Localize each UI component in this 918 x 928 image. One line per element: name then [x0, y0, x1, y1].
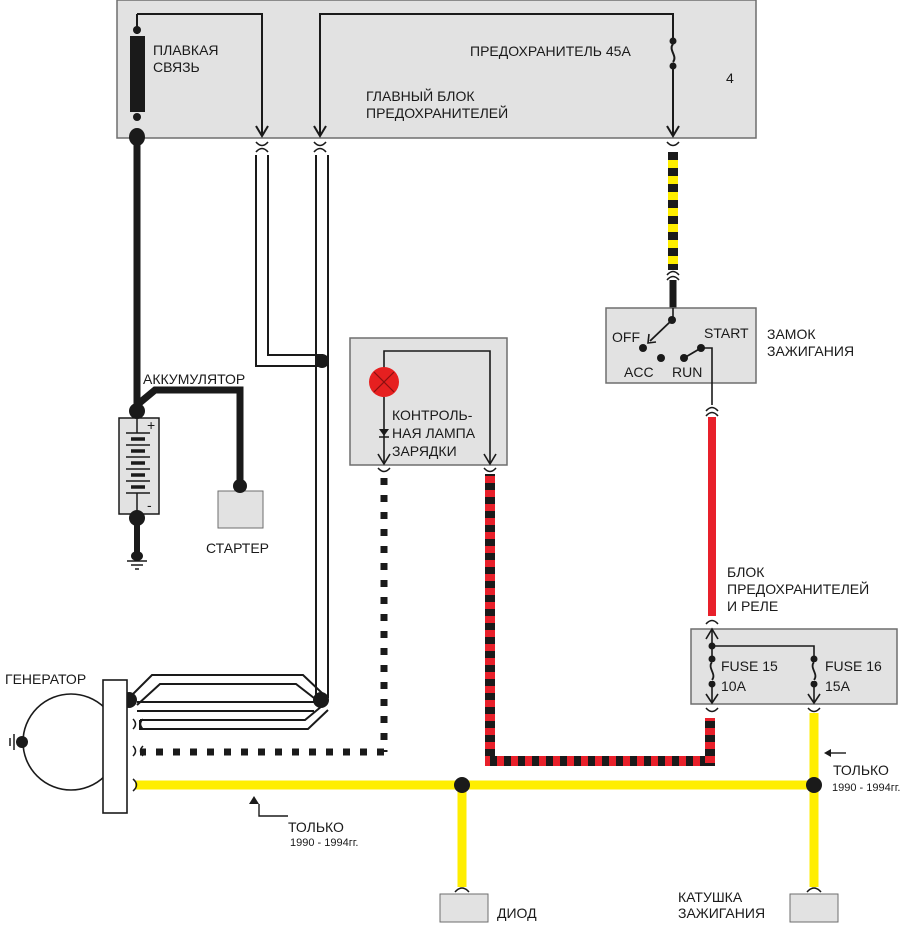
- switch-contact-off: [639, 344, 647, 352]
- fusible-link-icon: [129, 14, 145, 146]
- wire-black-dotted-lamp-to-generator: [140, 478, 388, 756]
- switch-contact-acc: [657, 354, 665, 362]
- internal-wire-45a-bus: [319, 13, 674, 136]
- ignition-pos-run: RUN: [672, 364, 702, 380]
- charge-lamp-block: КОНТРОЛЬ- НАЯ ЛАМПА ЗАРЯДКИ: [349, 337, 508, 466]
- wire-red-black-lamp-to-fuse15: [485, 474, 715, 766]
- fuse-15-rating: 10A: [721, 678, 747, 694]
- arrow-icon: [666, 125, 680, 138]
- junction-dot: [315, 354, 329, 368]
- connector-icon: [705, 619, 719, 625]
- arrow-icon: [255, 125, 269, 138]
- fuse-relay-block: FUSE 15 10A FUSE 16 15A: [690, 627, 898, 705]
- warning-lamp-icon: [369, 367, 399, 397]
- diode-component: [439, 893, 489, 923]
- ignition-switch-label: ЗАМОК: [767, 326, 816, 342]
- relay-block-label-3: И РЕЛЕ: [727, 598, 778, 614]
- wire-harness-to-generator: [129, 674, 329, 730]
- ground-icon: [9, 734, 28, 750]
- diode-label: ДИОД: [497, 905, 537, 921]
- ignition-switch: OFF ACC RUN START: [605, 307, 757, 405]
- generator-label: ГЕНЕРАТОР: [5, 671, 86, 687]
- wire-yellow-black-45a-to-ignition: [668, 152, 678, 270]
- note-only-label-right: ТОЛЬКО: [833, 762, 889, 778]
- ignition-pos-start: START: [704, 325, 749, 341]
- connector-icon: [705, 707, 719, 713]
- note-only-years-left: ТОЛЬКО 1990 - 1994гг.: [249, 796, 358, 849]
- battery: + -: [118, 403, 160, 570]
- fuse-45a-label: ПРЕДОХРАНИТЕЛЬ 45А: [470, 43, 631, 59]
- fuse-16-rating: 15A: [825, 678, 851, 694]
- battery-cells-icon: [126, 418, 150, 512]
- arrow-up-icon: [249, 796, 259, 804]
- main-fuse-block: ПЛАВКАЯ СВЯЗЬ ПРЕДОХРАНИТЕЛЬ 45А ГЛАВНЫЙ…: [116, 0, 757, 146]
- main-fuse-block-title: ГЛАВНЫЙ БЛОК: [366, 87, 475, 104]
- battery-minus-sign: -: [147, 497, 152, 513]
- note-years-label-right: 1990 - 1994гг.: [832, 782, 900, 794]
- connector-icon: [454, 887, 470, 893]
- connector-icon: [377, 467, 391, 473]
- note-only-label: ТОЛЬКО: [288, 819, 344, 835]
- connector-icon: [807, 707, 821, 713]
- connector-icon: [705, 406, 719, 417]
- main-fuse-block-title-2: ПРЕДОХРАНИТЕЛЕЙ: [366, 104, 508, 121]
- wire-white-double: [255, 155, 329, 698]
- ignition-coil-component: [789, 893, 839, 923]
- note-only-years-right: ТОЛЬКО 1990 - 1994гг.: [824, 749, 900, 794]
- connector-icon: [483, 467, 497, 473]
- generator-terminal-icons: [132, 718, 144, 792]
- battery-plus-sign: +: [147, 417, 155, 433]
- wire-yellow: [135, 713, 819, 887]
- connector-icons: [255, 141, 680, 153]
- internal-wire-link-to-output: [137, 13, 263, 136]
- ignition-pos-off: OFF: [612, 329, 640, 345]
- generator: [9, 679, 144, 814]
- relay-block-label: БЛОК: [727, 564, 765, 580]
- ignition-switch-label-2: ЗАЖИГАНИЯ: [767, 343, 854, 359]
- connector-icon: [666, 270, 680, 281]
- junction-dot: [313, 692, 329, 708]
- battery-label: АККУМУЛЯТОР: [143, 371, 245, 387]
- ignition-coil-label-2: ЗАЖИГАНИЯ: [678, 905, 765, 921]
- block-number: 4: [726, 70, 734, 86]
- arrow-left-icon: [824, 749, 831, 757]
- starter: [217, 479, 264, 529]
- fuse-45a-icon: [669, 37, 677, 70]
- ground-icon: [127, 560, 147, 570]
- junction-dot: [454, 777, 470, 793]
- connector-icon: [806, 887, 822, 893]
- ignition-pos-acc: ACC: [624, 364, 654, 380]
- relay-block-label-2: ПРЕДОХРАНИТЕЛЕЙ: [727, 580, 869, 597]
- arrow-icon: [313, 125, 327, 138]
- charge-lamp-label: КОНТРОЛЬ-: [392, 407, 473, 423]
- fuse-16-name: FUSE 16: [825, 658, 882, 674]
- diode-icon: [379, 429, 389, 438]
- fusible-link-label: ПЛАВКАЯ: [153, 42, 219, 58]
- starter-label: СТАРТЕР: [206, 540, 269, 556]
- ignition-coil-label: КАТУШКА: [678, 889, 743, 905]
- junction-dot: [806, 777, 822, 793]
- fuse-15-name: FUSE 15: [721, 658, 778, 674]
- fusible-link-label-2: СВЯЗЬ: [153, 59, 200, 75]
- note-years-label: 1990 - 1994гг.: [290, 837, 358, 849]
- charge-lamp-label-3: ЗАРЯДКИ: [392, 443, 457, 459]
- charge-lamp-label-2: НАЯ ЛАМПА: [392, 425, 476, 441]
- wire-black-starter: [134, 386, 244, 485]
